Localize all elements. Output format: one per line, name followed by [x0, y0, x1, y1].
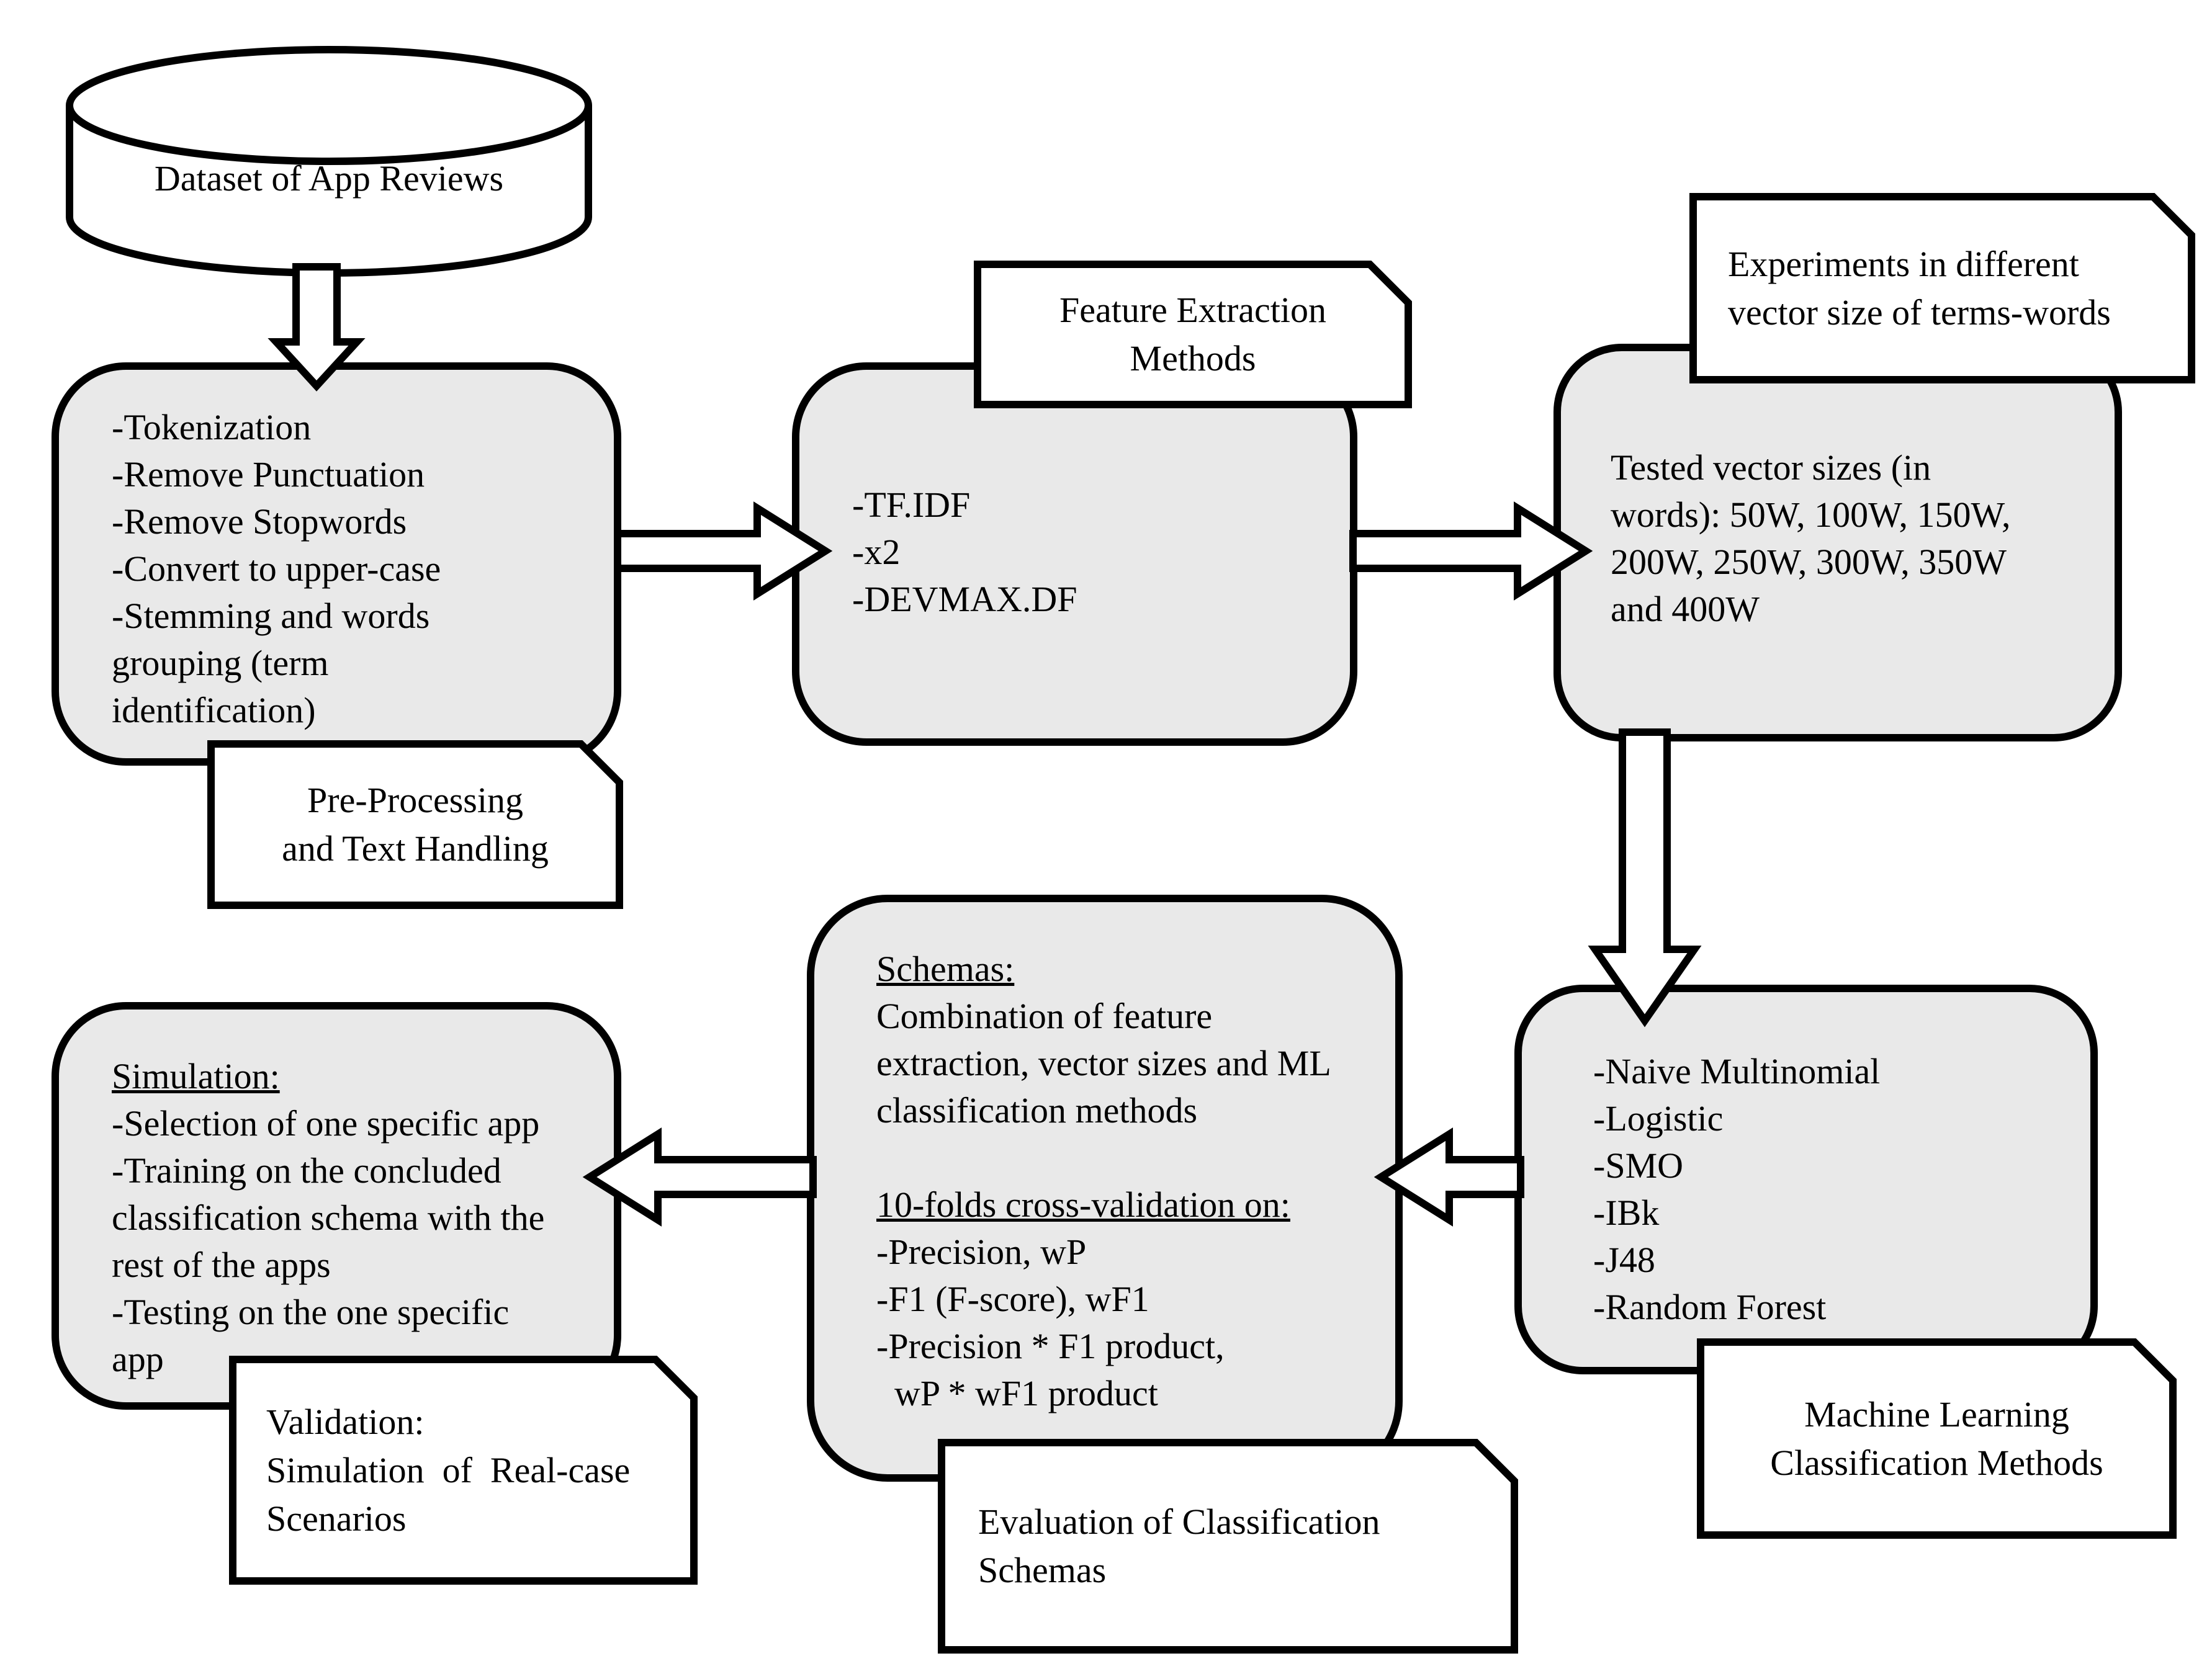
vector-sizes-text: Tested vector sizes (in words): 50W, 100… — [1611, 447, 2011, 629]
experiments-label-tag: Experiments in different vector size of … — [1689, 193, 2195, 383]
tag-shape — [1697, 1338, 2177, 1539]
cylinder-shape — [66, 46, 592, 277]
tag-shape — [207, 740, 623, 909]
simulation-heading: Simulation: — [112, 1056, 280, 1096]
feature-label: Feature Extraction Methods — [1059, 290, 1326, 378]
experiments-label: Experiments in different vector size of … — [1728, 243, 2111, 333]
preprocessing-text: -Tokenization -Remove Punctuation -Remov… — [112, 407, 441, 730]
evaluation-label: Evaluation of Classification Schemas — [978, 1502, 1380, 1590]
evaluation-box: Schemas: Combination of feature extracti… — [807, 895, 1403, 1482]
simulation-box: Simulation: -Selection of one specific a… — [52, 1002, 621, 1410]
arrow-vector-to-ml — [1588, 728, 1702, 1028]
tag-shape — [1689, 193, 2195, 383]
arrow-ml-to-evaluation — [1374, 1127, 1524, 1227]
preprocessing-label: Pre-Processing and Text Handling — [282, 780, 549, 869]
dataset-cylinder: Dataset of App Reviews — [62, 37, 596, 298]
feature-extraction-box: -TF.IDF -x2 -DEVMAX.DF — [792, 362, 1357, 746]
feature-extraction-text: -TF.IDF -x2 -DEVMAX.DF — [852, 485, 1077, 619]
schemas-heading: Schemas: — [876, 949, 1015, 989]
validation-label: Validation: Simulation of Real-case Scen… — [266, 1401, 631, 1539]
tag-shape — [229, 1356, 698, 1585]
tag-shape — [938, 1439, 1518, 1654]
schemas-text: Combination of feature extraction, vecto… — [876, 996, 1331, 1131]
preprocessing-box: -Tokenization -Remove Punctuation -Remov… — [52, 362, 621, 766]
ml-label-tag: Machine Learning Classification Methods — [1697, 1338, 2177, 1539]
ml-methods-text: -Naive Multinomial -Logistic -SMO -IBk -… — [1593, 1051, 1881, 1327]
arrow-evaluation-to-simulation — [582, 1127, 817, 1227]
evaluation-label-tag: Evaluation of Classification Schemas — [938, 1439, 1518, 1654]
arrow-feature-to-vector — [1349, 501, 1593, 601]
preprocessing-label-tag: Pre-Processing and Text Handling — [207, 740, 623, 909]
tag-shape — [974, 261, 1412, 408]
crossval-heading: 10-folds cross-validation on: — [876, 1184, 1290, 1225]
ml-label: Machine Learning Classification Methods — [1770, 1394, 2103, 1483]
dataset-label: Dataset of App Reviews — [154, 158, 504, 199]
validation-label-tag: Validation: Simulation of Real-case Scen… — [229, 1356, 698, 1585]
arrow-preprocessing-to-feature — [614, 501, 833, 601]
simulation-text: -Selection of one specific app -Training… — [112, 1103, 545, 1379]
arrow-dataset-to-preprocessing — [268, 263, 366, 392]
feature-label-tag: Feature Extraction Methods — [974, 261, 1412, 408]
crossval-text: -Precision, wP -F1 (F-score), wF1 -Preci… — [876, 1232, 1225, 1413]
